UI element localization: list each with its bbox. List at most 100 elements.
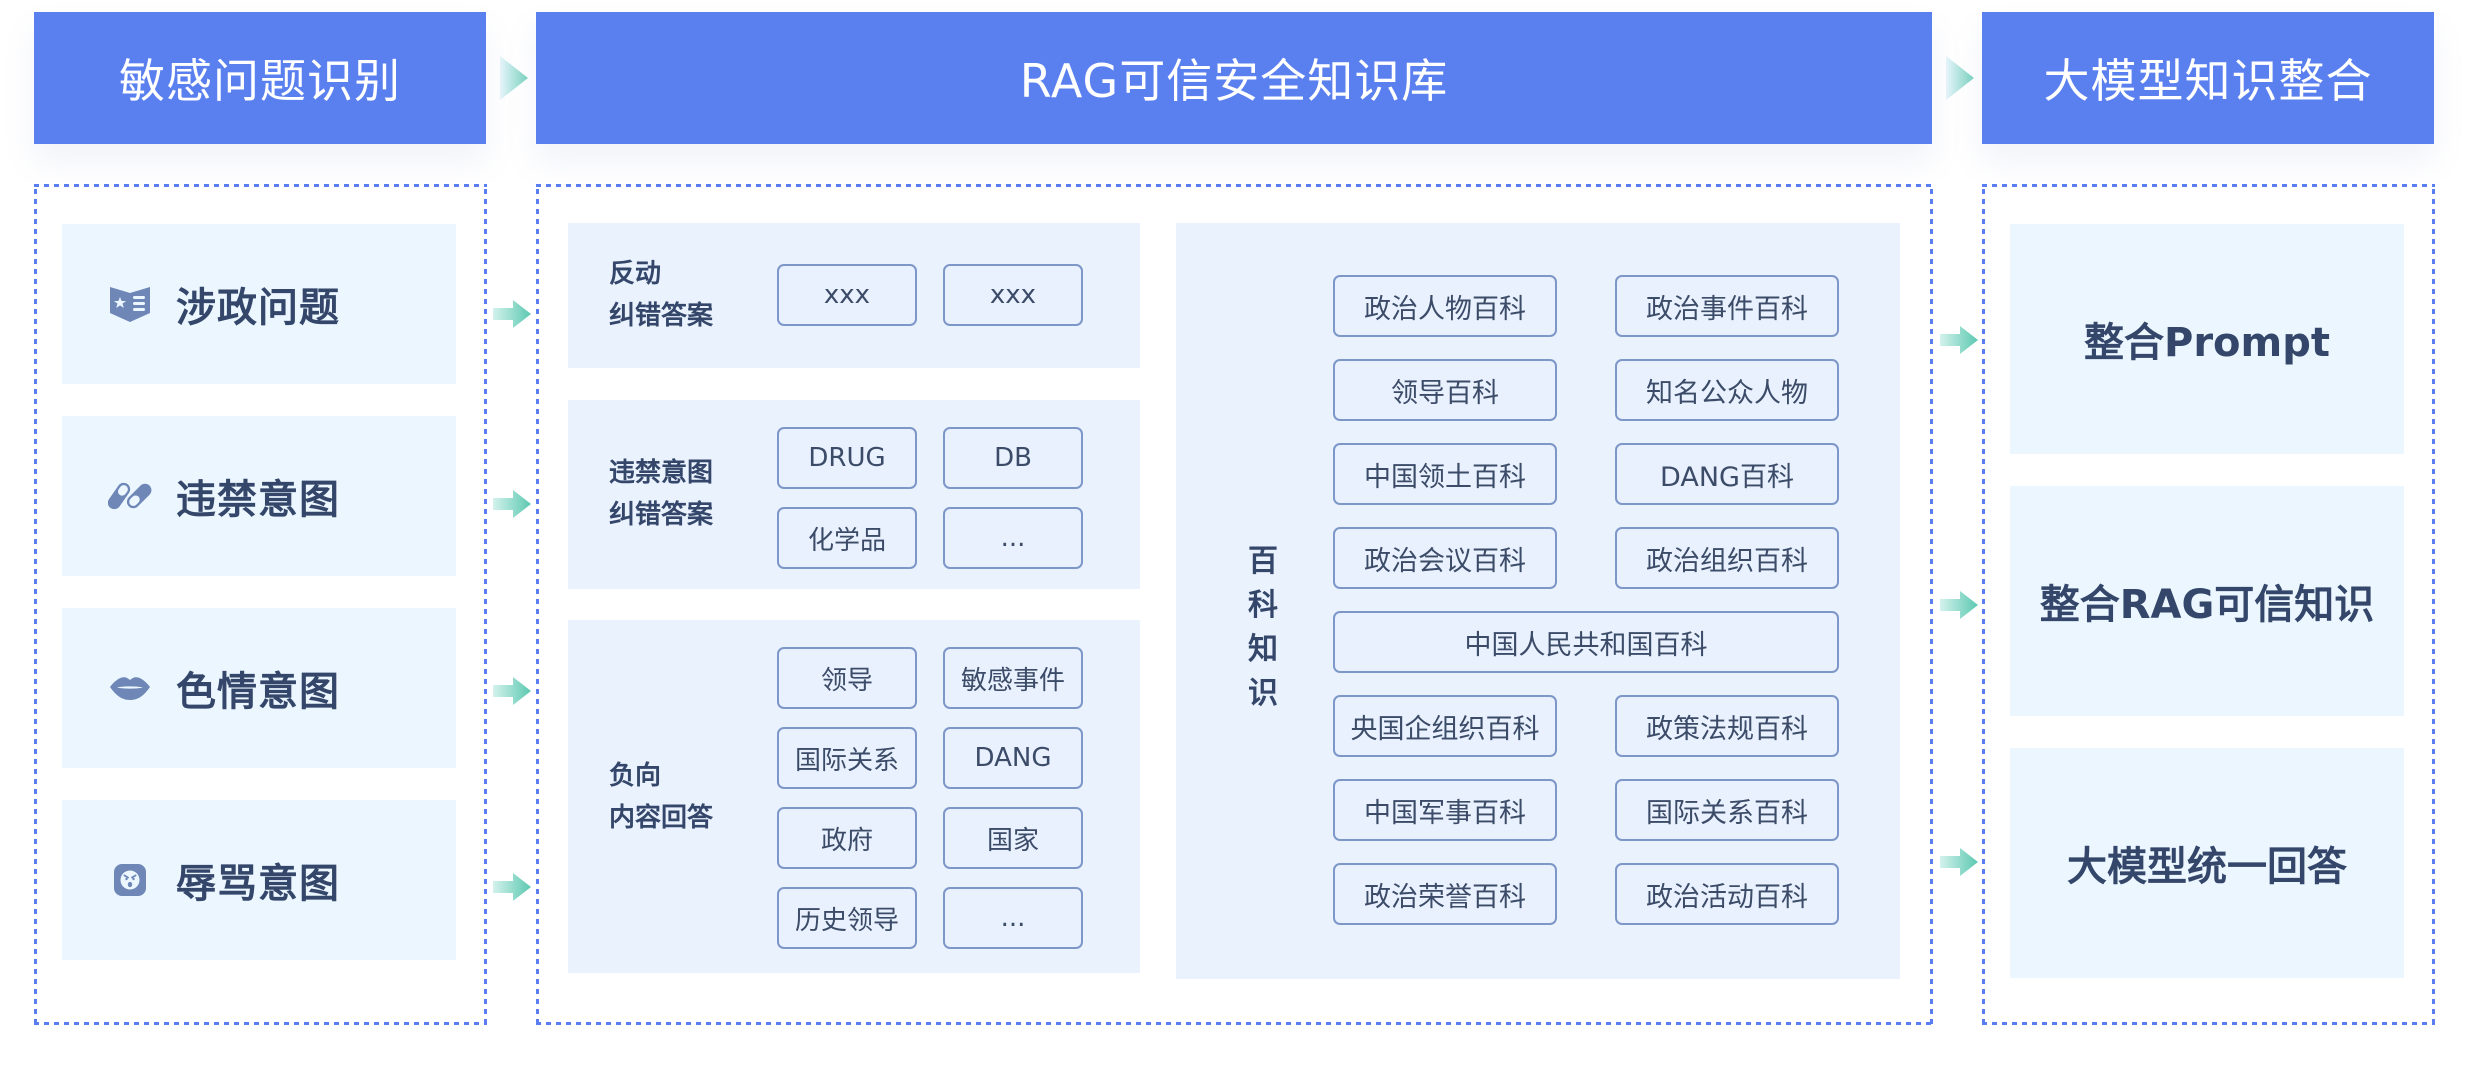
left-item-political[interactable]: 涉政问题 <box>62 224 456 384</box>
tag-label: 敏感事件 <box>960 665 1065 696</box>
left-item-prohibited[interactable]: 违禁意图 <box>62 416 456 576</box>
tag-label: 化学品 <box>807 525 886 556</box>
panel-negative-content: 负向 内容回答 领导 敏感事件 国际关系 DANG 政府 国家 历史领导 ... <box>568 620 1140 973</box>
tag-label: 中国军事百科 <box>1364 797 1526 829</box>
tag-label: 国际关系百科 <box>1646 797 1808 829</box>
tag-label: DRUG <box>808 443 886 473</box>
tag-label: 政治组织百科 <box>1646 545 1808 577</box>
tag[interactable]: 政府 <box>777 807 917 869</box>
tag-label: 中国人民共和国百科 <box>1464 629 1708 661</box>
encyclopedia-tag[interactable]: 领导百科 <box>1333 359 1557 421</box>
tag[interactable]: xxx <box>777 264 917 326</box>
tag[interactable]: DB <box>943 427 1083 489</box>
tag[interactable]: 敏感事件 <box>943 647 1083 709</box>
encyclopedia-tag[interactable]: 政治人物百科 <box>1333 275 1557 337</box>
encyclopedia-tag[interactable]: DANG百科 <box>1615 443 1839 505</box>
header-flow-arrow-icon <box>500 56 528 100</box>
angry-face-icon <box>108 858 152 902</box>
tag-label: 政策法规百科 <box>1646 713 1808 745</box>
left-item-label: 色情意图 <box>176 669 340 715</box>
header-flow-arrow-icon <box>1946 56 1974 100</box>
flow-arrow-icon <box>493 873 531 901</box>
tag[interactable]: ... <box>943 887 1083 949</box>
panel-label-line: 违禁意图 <box>609 458 714 488</box>
encyclopedia-tag-wide[interactable]: 中国人民共和国百科 <box>1333 611 1839 673</box>
tag-label: 历史领导 <box>794 905 899 936</box>
tag-label: 国际关系 <box>794 745 899 776</box>
flow-arrow-icon <box>1940 591 1978 619</box>
tag-label: 政治活动百科 <box>1646 881 1808 913</box>
flow-arrow-icon <box>1940 848 1978 876</box>
pills-icon <box>108 474 152 518</box>
tag[interactable]: 国际关系 <box>777 727 917 789</box>
tag[interactable]: 化学品 <box>777 507 917 569</box>
panel-label-line: 纠错答案 <box>609 500 714 530</box>
encyclopedia-label-char: 百 <box>1248 544 1278 579</box>
flow-arrow-icon <box>1940 326 1978 354</box>
tag[interactable]: ... <box>943 507 1083 569</box>
flow-arrow-icon <box>493 677 531 705</box>
header-rag-knowledge-base: RAG可信安全知识库 <box>536 12 1932 144</box>
panel-label: 负向 内容回答 <box>609 755 713 839</box>
tag[interactable]: xxx <box>943 264 1083 326</box>
panel-label-line: 反动 <box>609 259 662 289</box>
tag-label: DANG百科 <box>1660 461 1794 493</box>
tag-label: DB <box>994 443 1032 473</box>
left-item-abusive[interactable]: 辱骂意图 <box>62 800 456 960</box>
header-title: RAG可信安全知识库 <box>1019 54 1449 108</box>
tag-label: 政治人物百科 <box>1364 293 1526 325</box>
tag-label: 政治事件百科 <box>1646 293 1808 325</box>
encyclopedia-tag[interactable]: 政策法规百科 <box>1615 695 1839 757</box>
panel-label-line: 负向 <box>609 761 662 791</box>
encyclopedia-tag[interactable]: 政治组织百科 <box>1615 527 1839 589</box>
encyclopedia-tag[interactable]: 中国军事百科 <box>1333 779 1557 841</box>
tag[interactable]: DRUG <box>777 427 917 489</box>
right-item-unified-answer[interactable]: 大模型统一回答 <box>2010 748 2404 978</box>
tag-label: 中国领土百科 <box>1364 461 1526 493</box>
tag[interactable]: 历史领导 <box>777 887 917 949</box>
encyclopedia-tag[interactable]: 知名公众人物 <box>1615 359 1839 421</box>
flow-arrow-icon <box>493 300 531 328</box>
tag-label: 国家 <box>986 825 1039 856</box>
header-title: 敏感问题识别 <box>119 54 401 108</box>
right-item-label: 大模型统一回答 <box>2067 844 2347 890</box>
tag-label: ... <box>1000 523 1026 553</box>
panel-label-line: 内容回答 <box>609 803 714 833</box>
left-item-pornographic[interactable]: 色情意图 <box>62 608 456 768</box>
encyclopedia-label: 百 科 知 识 <box>1245 540 1281 716</box>
tag[interactable]: 国家 <box>943 807 1083 869</box>
tag[interactable]: 领导 <box>777 647 917 709</box>
right-item-integrate-prompt[interactable]: 整合Prompt <box>2010 224 2404 454</box>
encyclopedia-tag[interactable]: 政治会议百科 <box>1333 527 1557 589</box>
tag-label: ... <box>1000 903 1026 933</box>
left-item-label: 违禁意图 <box>176 477 340 523</box>
header-title: 大模型知识整合 <box>2043 54 2373 108</box>
tag-label: 政府 <box>820 825 873 856</box>
tag-label: DANG <box>974 743 1052 773</box>
header-llm-integration: 大模型知识整合 <box>1982 12 2434 144</box>
right-item-label: 整合Prompt <box>2084 320 2330 366</box>
right-item-integrate-rag[interactable]: 整合RAG可信知识 <box>2010 486 2404 716</box>
right-item-label: 整合RAG可信知识 <box>2039 582 2375 628</box>
tag-label: 领导百科 <box>1391 377 1499 409</box>
tag-label: 政治会议百科 <box>1364 545 1526 577</box>
encyclopedia-tag[interactable]: 政治荣誉百科 <box>1333 863 1557 925</box>
encyclopedia-tag[interactable]: 央国企组织百科 <box>1333 695 1557 757</box>
header-sensitive-detection: 敏感问题识别 <box>34 12 486 144</box>
tag-label: 央国企组织百科 <box>1350 713 1540 745</box>
panel-label: 违禁意图 纠错答案 <box>609 452 713 536</box>
encyclopedia-tag[interactable]: 国际关系百科 <box>1615 779 1839 841</box>
lips-icon <box>108 666 152 710</box>
tag[interactable]: DANG <box>943 727 1083 789</box>
tag-label: xxx <box>989 280 1037 310</box>
tag-label: 领导 <box>820 665 873 696</box>
encyclopedia-tag[interactable]: 政治事件百科 <box>1615 275 1839 337</box>
encyclopedia-tag[interactable]: 中国领土百科 <box>1333 443 1557 505</box>
encyclopedia-label-char: 知 <box>1248 632 1278 667</box>
left-item-label: 辱骂意图 <box>176 861 340 907</box>
encyclopedia-label-char: 识 <box>1248 676 1278 711</box>
panel-prohibited-correction: 违禁意图 纠错答案 DRUG DB 化学品 ... <box>568 400 1140 589</box>
panel-reactionary-correction: 反动 纠错答案 xxx xxx <box>568 223 1140 368</box>
encyclopedia-tag[interactable]: 政治活动百科 <box>1615 863 1839 925</box>
panel-encyclopedia: 百 科 知 识 政治人物百科 政治事件百科 领导百科 知名公众人物 中国领土百科… <box>1176 223 1900 979</box>
